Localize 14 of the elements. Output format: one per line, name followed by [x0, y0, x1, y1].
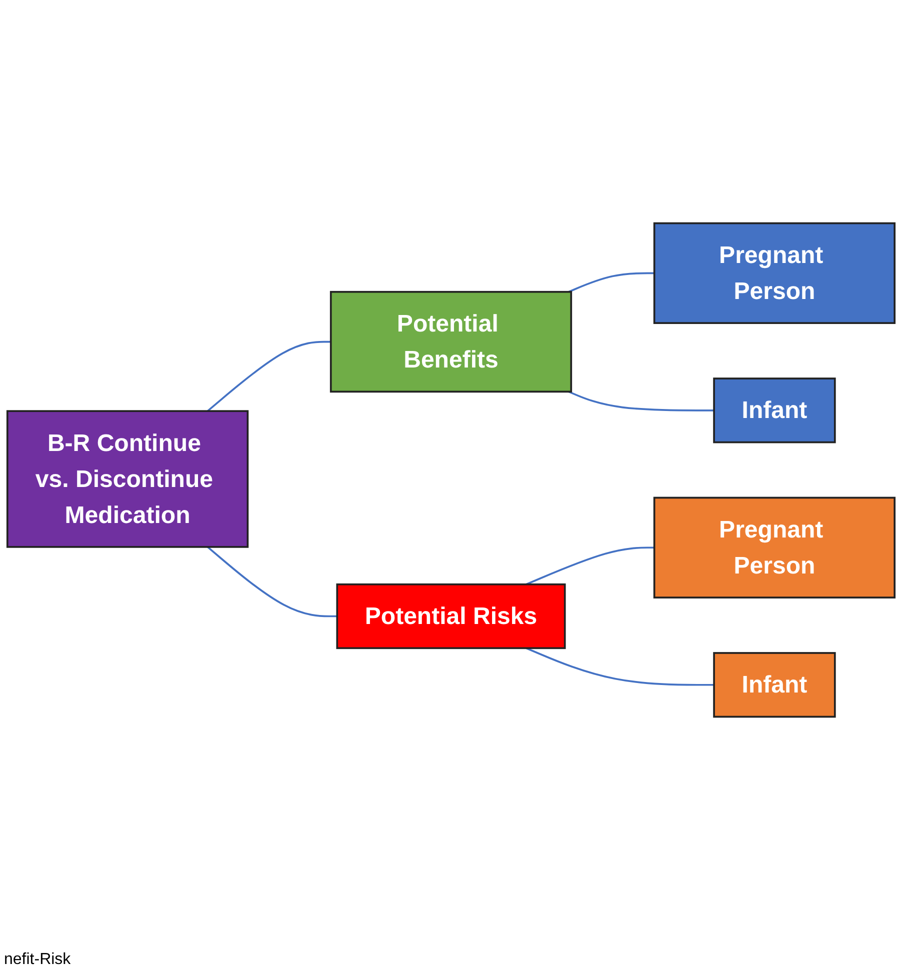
node-box: Potential Risks: [336, 583, 566, 650]
node-box: Pregnant Person: [653, 496, 896, 598]
connector: [526, 546, 654, 586]
node-box: Potential Benefits: [330, 290, 572, 393]
connector: [206, 546, 338, 618]
connector: [206, 340, 331, 412]
node-box: Pregnant Person: [653, 222, 896, 324]
node-box: B-R Continue vs. Discontinue Medication: [6, 410, 249, 548]
footnote-text: nefit-Risk: [4, 951, 71, 969]
connector: [568, 272, 654, 293]
node-box: Infant: [713, 378, 836, 444]
connector: [526, 647, 714, 686]
connector: [568, 390, 714, 412]
node-box: Infant: [713, 652, 836, 718]
